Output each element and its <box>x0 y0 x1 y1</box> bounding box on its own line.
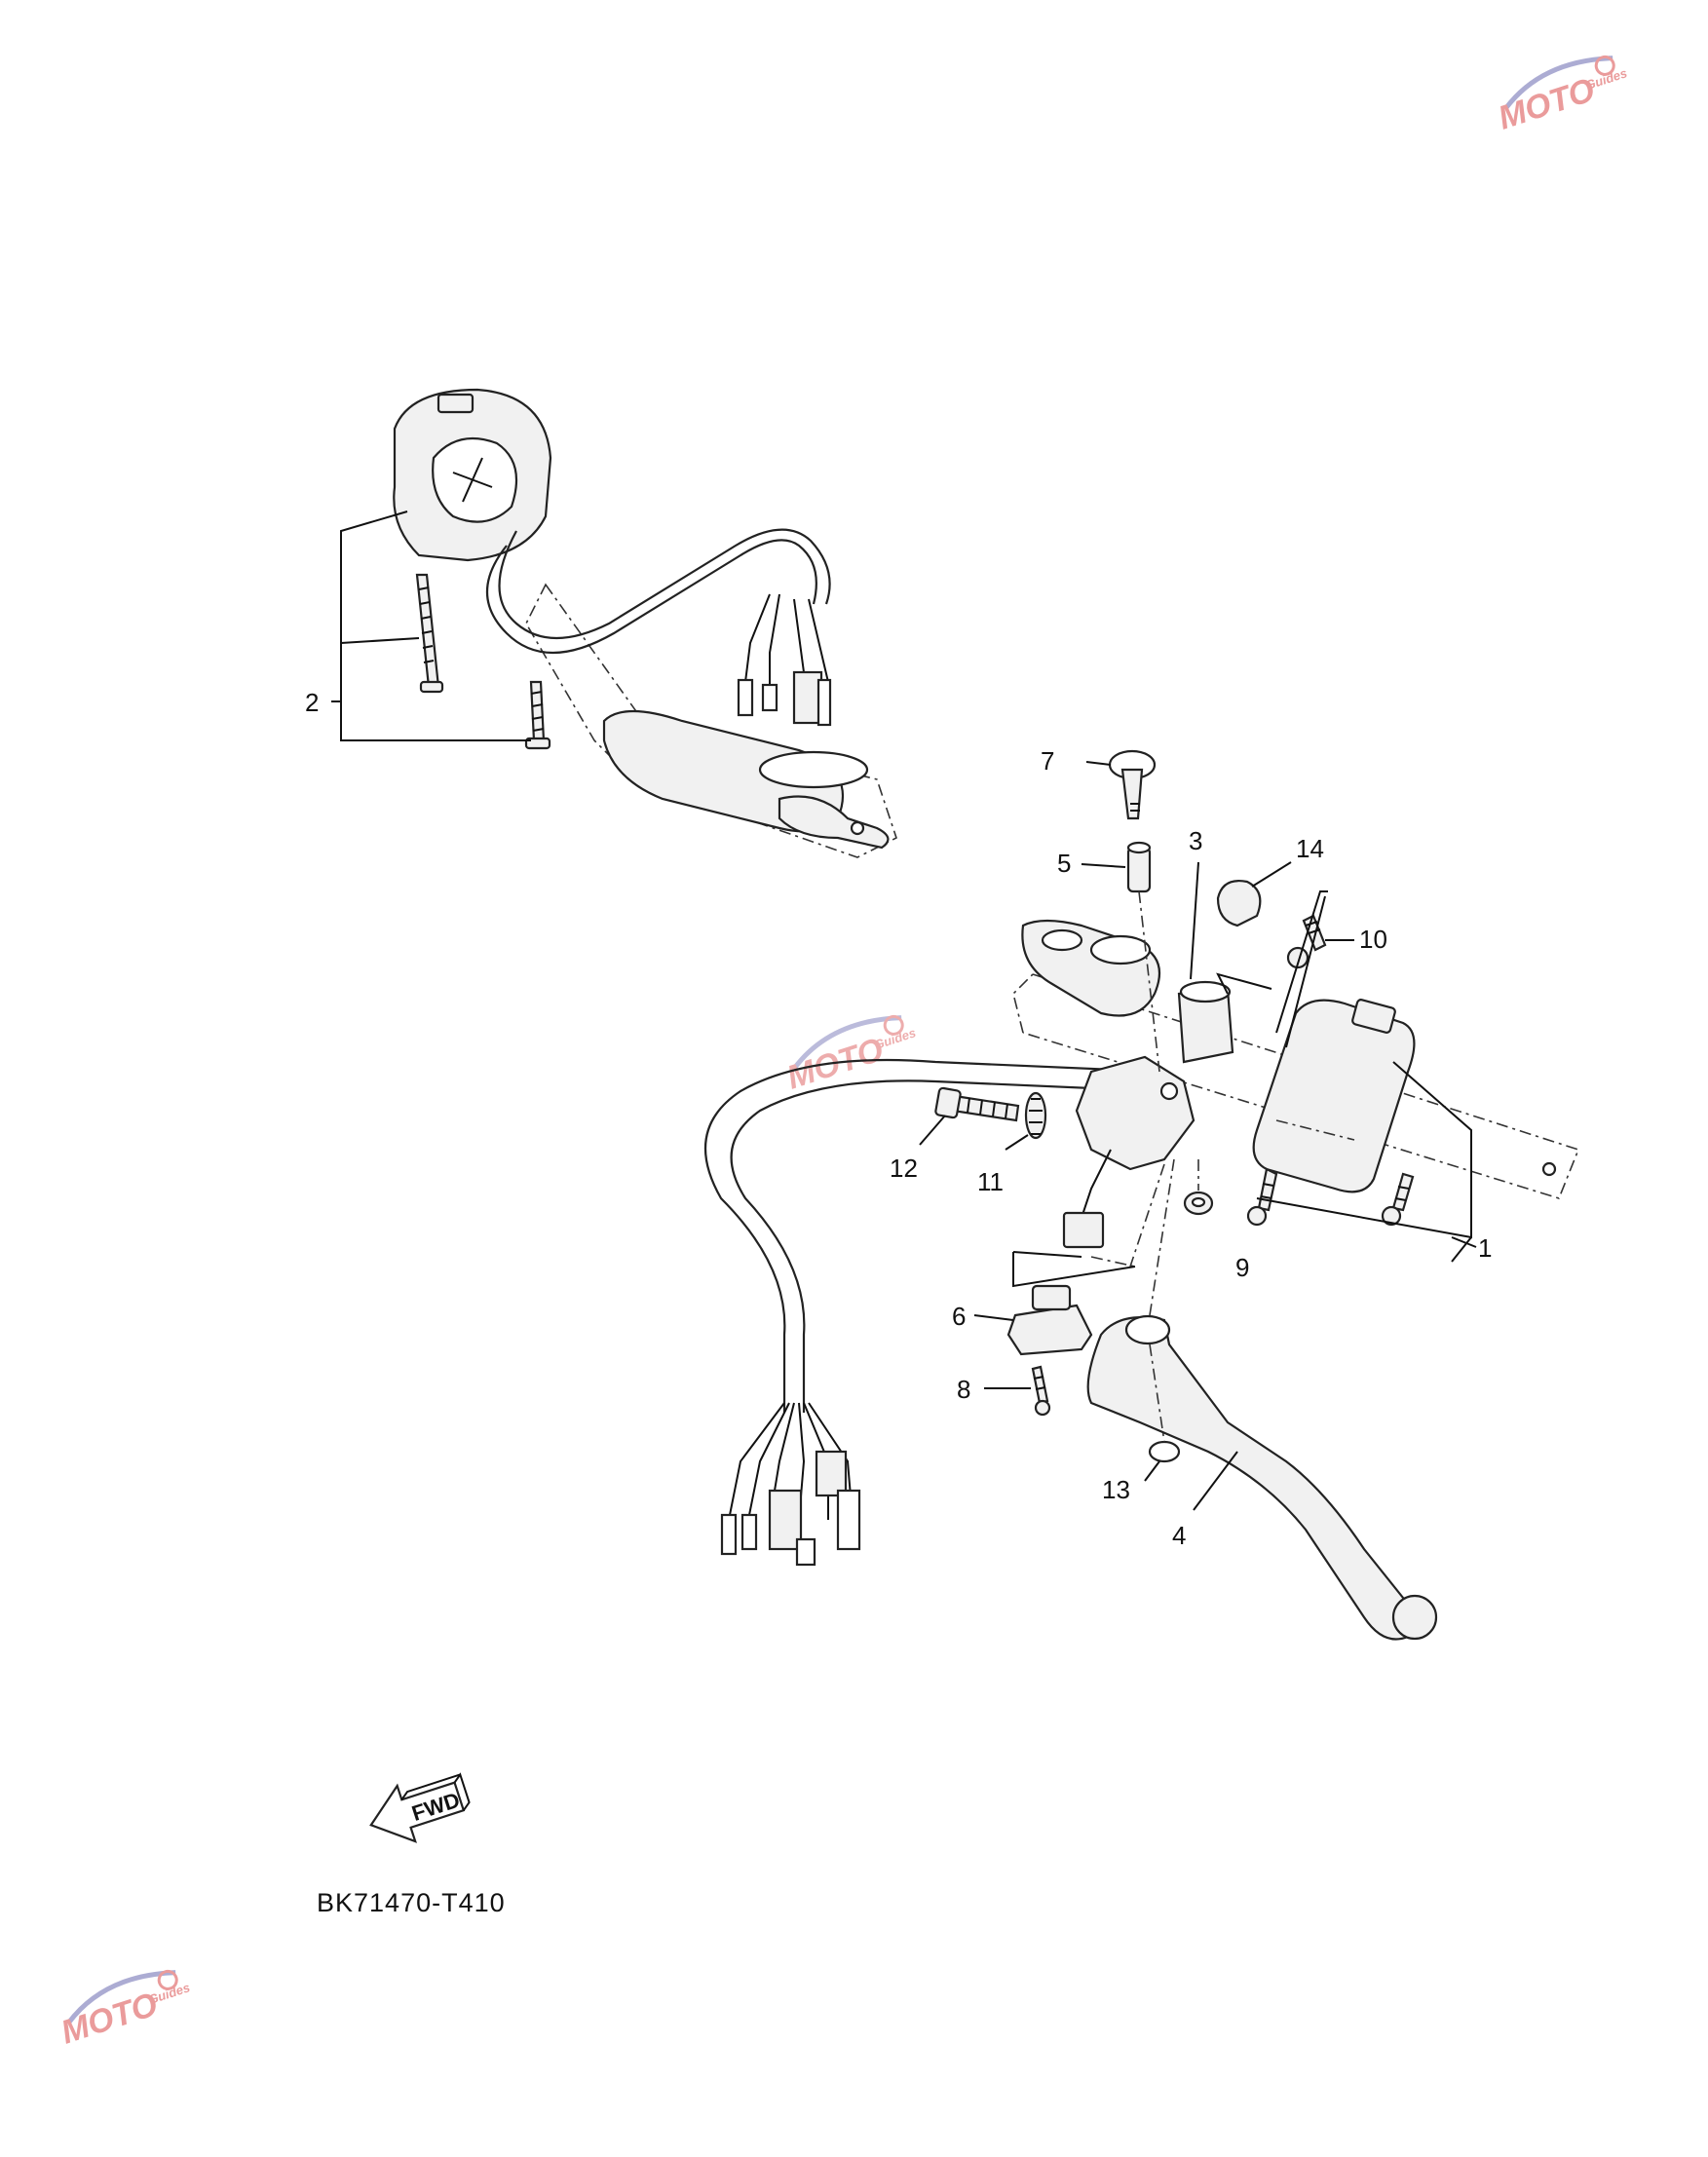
watermark-logo-icon: MOTO Guides <box>57 1969 192 2052</box>
part-label-9: 9 <box>1235 1253 1249 1282</box>
part-label-2: 2 <box>305 688 319 717</box>
drawing-code: BK71470-T410 <box>317 1888 506 1917</box>
svg-text:Guides: Guides <box>146 1980 192 2007</box>
part-label-12: 12 <box>890 1154 918 1183</box>
left-handlebar-switch-assembly <box>703 749 1580 1641</box>
svg-text:Guides: Guides <box>872 1025 918 1052</box>
right-handlebar-switch-assembly <box>331 388 897 858</box>
part-label-4: 4 <box>1172 1521 1186 1550</box>
fwd-arrow-icon: FWD <box>369 1772 471 1843</box>
label-leaders <box>331 700 1477 1511</box>
part-label-1: 1 <box>1478 1233 1492 1263</box>
watermark-logo-icon: MOTO Guides <box>1494 55 1629 137</box>
part-label-3: 3 <box>1189 826 1202 855</box>
part-label-11: 11 <box>977 1167 1004 1196</box>
part-label-10: 10 <box>1359 925 1387 954</box>
part-label-6: 6 <box>952 1302 966 1331</box>
svg-text:MOTO: MOTO <box>1494 71 1599 136</box>
part-label-13: 13 <box>1102 1475 1130 1504</box>
part-label-7: 7 <box>1041 746 1054 776</box>
svg-text:MOTO: MOTO <box>57 1986 162 2051</box>
part-label-14: 14 <box>1296 834 1324 863</box>
svg-text:Guides: Guides <box>1583 65 1629 93</box>
part-label-8: 8 <box>957 1375 970 1404</box>
part-label-5: 5 <box>1057 849 1071 878</box>
